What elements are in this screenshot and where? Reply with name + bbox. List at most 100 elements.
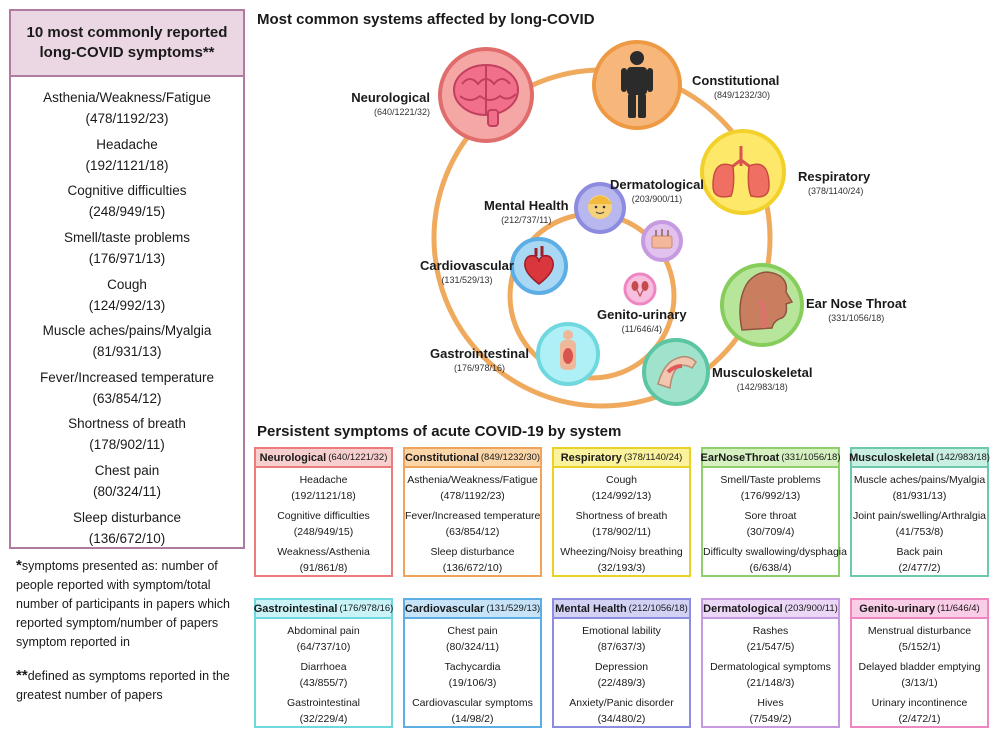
system-symptom-name: Hives xyxy=(757,697,784,709)
system-symptom-name: Anxiety/Panic disorder xyxy=(569,697,674,709)
top-symptom-name: Sleep disturbance xyxy=(72,509,182,525)
node-mental-health xyxy=(574,182,626,234)
footnote-1: *symptoms presented as: number of people… xyxy=(16,557,231,649)
system-symptom-stats: (41/753/8) xyxy=(895,526,944,538)
system-box-header: Neurological(640/1221/32) xyxy=(256,449,391,468)
system-symptom-item: Weakness/Asthenia(91/861/8) xyxy=(256,542,391,578)
top-symptom-name: Cognitive difficulties xyxy=(67,183,187,199)
system-box-mental-health: Mental Health(212/1056/18)Emotional labi… xyxy=(552,598,691,728)
top-symptom-name: Headache xyxy=(96,136,158,152)
system-box-stats: (142/983/18) xyxy=(936,452,990,463)
top-symptom-item: Headache(192/1121/18) xyxy=(11,132,243,179)
system-symptom-stats: (6/638/4) xyxy=(749,562,792,574)
node-dermatological xyxy=(641,220,683,262)
top-symptom-item: Sleep disturbance(136/672/10) xyxy=(11,504,243,551)
node-genito-urinary xyxy=(623,272,657,306)
system-symptom-name: Difficulty swallowing/dysphagia xyxy=(703,546,847,558)
system-symptom-name: Dermatological symptoms xyxy=(710,661,831,673)
system-box-body: Abdominal pain(64/737/10)Diarrhoea(43/85… xyxy=(256,619,391,729)
label-neurological: Neurological (640/1221/32) xyxy=(351,90,430,117)
system-box-body: Chest pain(80/324/11)Tachycardia(19/106/… xyxy=(405,619,540,729)
system-symptom-name: Fever/Increased temperature xyxy=(405,510,541,522)
system-symptom-item: Asthenia/Weakness/Fatigue(478/1192/23) xyxy=(405,470,540,506)
system-symptom-stats: (124/992/13) xyxy=(591,490,652,502)
system-symptom-stats: (3/13/1) xyxy=(901,677,938,689)
footnote-2: **defined as symptoms reported in the gr… xyxy=(16,667,230,702)
top-symptom-name: Asthenia/Weakness/Fatigue xyxy=(43,90,211,106)
arm-muscle-icon xyxy=(657,355,697,390)
system-symptom-stats: (14/98/2) xyxy=(451,713,494,725)
system-symptom-stats: (19/106/3) xyxy=(448,677,497,689)
system-symptom-stats: (64/737/10) xyxy=(296,641,351,653)
system-box-neurological: Neurological(640/1221/32) Headache(192/11… xyxy=(254,447,393,577)
system-symptom-name: Sore throat xyxy=(744,510,797,522)
system-box-stats: (212/1056/18) xyxy=(628,603,688,614)
system-symptom-name: Sleep disturbance xyxy=(430,546,515,558)
top-symptom-name: Cough xyxy=(107,276,147,292)
system-box-header: Respiratory(378/1140/24) xyxy=(554,449,689,468)
system-symptom-name: Muscle aches/pains/Myalgia xyxy=(853,474,986,486)
system-symptom-name: Menstrual disturbance xyxy=(867,625,972,637)
system-box-name: Neurological xyxy=(259,451,327,464)
system-symptom-name: Wheezing/Noisy breathing xyxy=(560,546,683,558)
system-symptom-stats: (80/324/11) xyxy=(446,641,499,653)
system-symptom-name: Cognitive difficulties xyxy=(277,510,370,522)
system-box-body: Asthenia/Weakness/Fatigue(478/1192/23) Fe… xyxy=(405,468,540,578)
node-musculoskeletal xyxy=(642,338,710,406)
system-box-name: EarNoseThroat xyxy=(700,451,780,464)
top-symptom-name: Chest pain xyxy=(94,463,160,479)
system-symptom-name: Cardiovascular symptoms xyxy=(412,697,533,709)
top-symptom-item: Cough (124/992/13) xyxy=(11,271,243,318)
system-symptom-stats: (30/709/4) xyxy=(746,526,795,538)
system-symptom-item: Dermatological symptoms (21/148/3) xyxy=(703,657,838,693)
node-constitutional xyxy=(592,40,682,130)
system-symptom-item: Cough(124/992/13) xyxy=(554,470,689,506)
system-symptom-item: Abdominal pain(64/737/10) xyxy=(256,621,391,657)
system-box-header: Genito-urinary(11/646/4) xyxy=(852,600,987,619)
system-symptom-item: Rashes(21/547/5) xyxy=(703,621,838,657)
system-box-stats: (176/978/16) xyxy=(339,603,394,614)
system-box-gastrointestinal: Gastrointestinal(176/978/16)Abdominal pa… xyxy=(254,598,393,728)
system-symptom-stats: (5/152/1) xyxy=(898,641,941,653)
system-box-name: Constitutional xyxy=(404,451,479,464)
system-box-stats: (640/1221/32) xyxy=(328,452,388,463)
system-symptom-item: Shortness of breath(178/902/11) xyxy=(554,506,689,542)
top-symptom-stats: (124/992/13) xyxy=(88,297,166,313)
system-symptom-item: Sore throat (30/709/4) xyxy=(703,506,838,542)
label-genito-urinary: Genito-urinary (11/646/4) xyxy=(597,307,687,334)
system-symptom-name: Emotional lability xyxy=(582,625,661,637)
system-box-body: Muscle aches/pains/Myalgia (81/931/13) Joi… xyxy=(852,468,987,578)
system-symptom-stats: (21/547/5) xyxy=(746,641,795,653)
system-symptom-stats: (81/931/13) xyxy=(892,490,947,502)
system-symptom-stats: (2/472/1) xyxy=(898,713,941,725)
node-ear-nose-throat xyxy=(720,263,804,347)
system-box-name: Cardiovascular xyxy=(404,602,485,615)
label-cardiovascular: Cardiovascular (131/529/13) xyxy=(420,258,514,285)
node-cardiovascular xyxy=(510,237,568,295)
label-constitutional: Constitutional (849/1232/30) xyxy=(692,73,780,100)
system-symptom-name: Shortness of breath xyxy=(575,510,668,522)
boxes-title: Persistent symptoms of acute COVID-19 by… xyxy=(257,423,622,440)
system-symptom-item: Depression(22/489/3) xyxy=(554,657,689,693)
system-box-cardiovascular: Cardiovascular(131/529/13)Chest pain(80/… xyxy=(403,598,542,728)
system-box-dermatological: Dermatological(203/900/11)Rashes(21/547/… xyxy=(701,598,840,728)
system-symptom-item: Back pain(2/477/2) xyxy=(852,542,987,578)
system-box-earnosethroat: EarNoseThroat(331/1056/18)Smell/Taste pr… xyxy=(700,447,847,578)
system-symptom-item: Cognitive difficulties(248/949/15) xyxy=(256,506,391,542)
system-box-constitutional: Constitutional(849/1232/30)Asthenia/Weak… xyxy=(403,447,542,577)
system-symptom-stats: (63/854/12) xyxy=(445,526,500,538)
top-symptom-stats: (80/324/11) xyxy=(92,484,162,500)
system-box-name: Genito-urinary xyxy=(859,602,936,615)
system-symptom-item: Joint pain/swelling/Arthralgia(41/753/8) xyxy=(852,506,987,542)
system-symptom-item: Hives(7/549/2) xyxy=(703,693,838,729)
person-icon xyxy=(621,51,653,118)
system-symptom-stats: (32/229/4) xyxy=(299,713,348,725)
top-symptom-item: Smell/taste problems(176/971/13) xyxy=(11,225,243,272)
system-symptom-stats: (21/148/3) xyxy=(746,677,795,689)
system-symptom-item: Difficulty swallowing/dysphagia (6/638/4) xyxy=(703,542,847,578)
top-symptoms-title: 10 most commonly reported long-COVID sym… xyxy=(11,11,243,77)
system-box-body: Rashes(21/547/5) Dermatological symptoms (… xyxy=(703,619,838,729)
label-musculoskeletal: Musculoskeletal (142/983/18) xyxy=(712,365,813,392)
system-symptom-item: Headache(192/1121/18) xyxy=(256,470,391,506)
top-symptom-stats: (81/931/13) xyxy=(92,344,162,360)
